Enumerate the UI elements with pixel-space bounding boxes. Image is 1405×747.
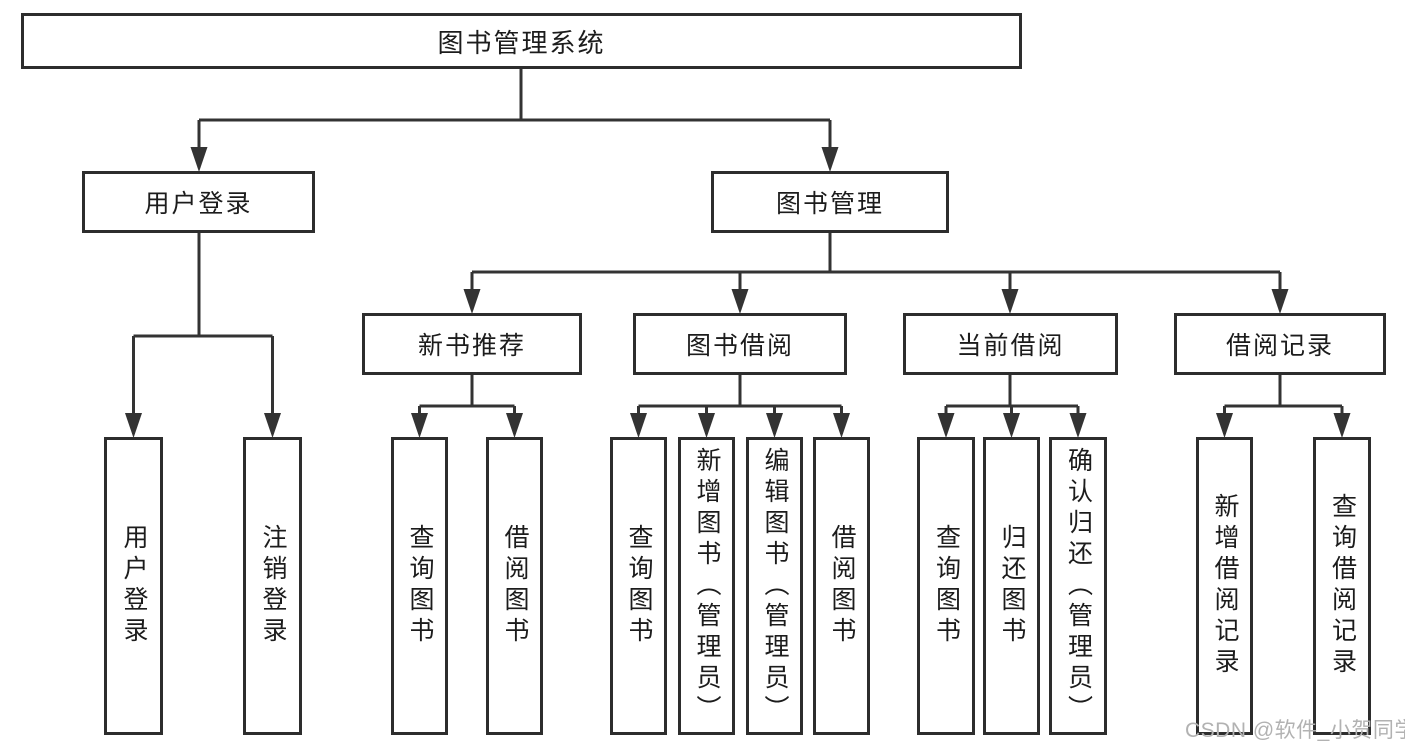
node-query-borrow-record: 查询借阅记录	[1313, 437, 1371, 735]
node-logout: 注销登录	[243, 437, 302, 735]
node-new-book-recommend: 新书推荐	[362, 313, 582, 375]
node-label: 新增图书（管理员）	[693, 446, 721, 726]
node-return-books: 归还图书	[983, 437, 1040, 735]
node-borrowing-records: 借阅记录	[1174, 313, 1386, 375]
node-label: 编辑图书（管理员）	[761, 446, 789, 726]
node-label: 查询图书	[932, 524, 961, 648]
node-label: 新增借阅记录	[1211, 493, 1239, 679]
node-label: 查询借阅记录	[1328, 493, 1357, 679]
node-label: 查询图书	[406, 524, 434, 648]
node-label: 注销登录	[259, 524, 287, 648]
node-label: 归还图书	[998, 524, 1026, 648]
node-borrow-books-borrowing: 借阅图书	[813, 437, 870, 735]
node-query-books-borrowing: 查询图书	[610, 437, 667, 735]
node-label: 图书管理系统	[437, 27, 606, 58]
node-label: 图书借阅	[685, 332, 794, 360]
node-borrow-books-recommend: 借阅图书	[486, 437, 543, 735]
node-add-borrow-record: 新增借阅记录	[1196, 437, 1253, 735]
node-confirm-return-admin: 确认归还（管理员）	[1049, 437, 1107, 735]
node-library-management-system: 图书管理系统	[21, 13, 1022, 69]
node-book-borrowing: 图书借阅	[633, 313, 847, 375]
node-label: 用户登录	[144, 190, 253, 218]
node-label: 借阅图书	[501, 524, 529, 648]
node-book-management: 图书管理	[711, 171, 949, 233]
node-add-books-admin: 新增图书（管理员）	[678, 437, 735, 735]
node-label: 用户登录	[120, 524, 148, 648]
node-query-books-recommend: 查询图书	[391, 437, 448, 735]
csdn-watermark: CSDN @软件_小贺同学	[1185, 719, 1405, 742]
node-label: 图书管理	[775, 190, 884, 218]
node-label: 借阅记录	[1225, 332, 1334, 360]
node-user-login-branch: 用户登录	[82, 171, 315, 233]
node-label: 借阅图书	[828, 524, 856, 648]
node-query-books-current: 查询图书	[917, 437, 975, 735]
node-label: 确认归还（管理员）	[1064, 446, 1093, 726]
node-label: 新书推荐	[417, 332, 526, 360]
node-edit-books-admin: 编辑图书（管理员）	[746, 437, 803, 735]
node-label: 当前借阅	[956, 332, 1065, 360]
node-current-borrowing: 当前借阅	[903, 313, 1118, 375]
node-label: 查询图书	[625, 524, 653, 648]
node-user-login: 用户登录	[104, 437, 163, 735]
